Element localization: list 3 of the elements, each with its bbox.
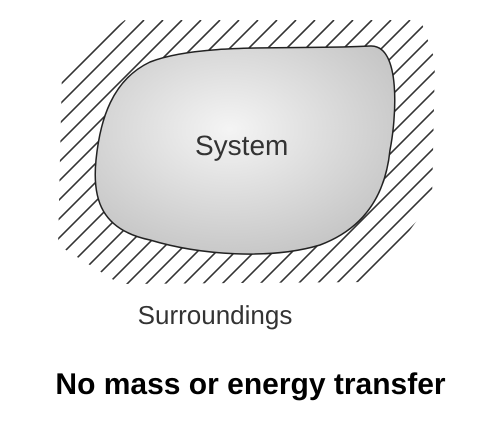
surroundings-label: Surroundings [136, 300, 294, 331]
caption: No mass or energy transfer [54, 368, 447, 402]
system-label: System [195, 130, 288, 162]
